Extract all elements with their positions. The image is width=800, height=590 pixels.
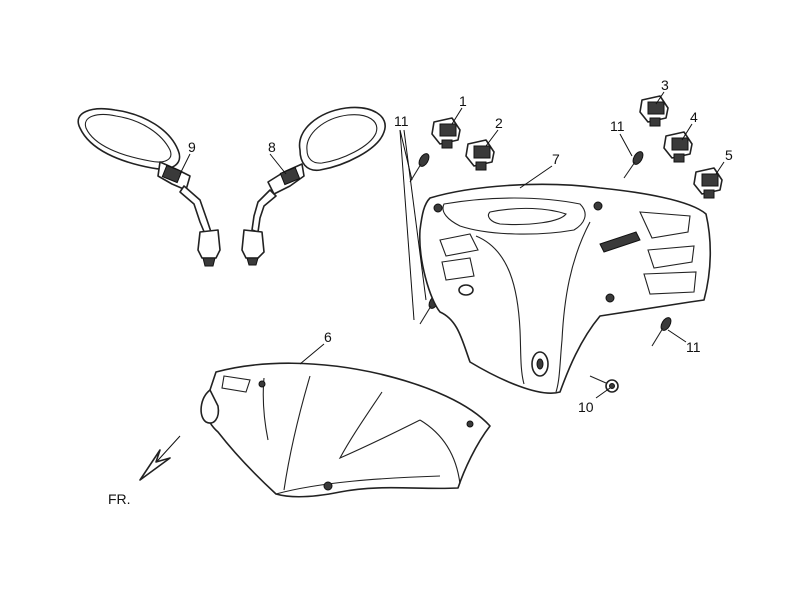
handlebar-front-cover [200,362,491,498]
callout-8: 8 [268,139,276,155]
callout-5: 5 [725,147,733,163]
callout-6: 6 [324,329,332,345]
callout-11-top-right: 11 [610,118,625,134]
handlebar-rear-cover [419,183,712,394]
screw-11-top-right [623,151,644,179]
callout-1: 1 [459,93,467,109]
front-label: FR. [108,491,131,507]
screw-11-top-left [409,153,430,183]
callout-3: 3 [661,77,669,93]
clip-part-3 [639,95,669,127]
callout-11-right: 11 [686,339,701,355]
callout-4: 4 [690,109,698,125]
screw-10 [589,375,619,393]
left-mirror [77,108,221,267]
right-mirror [241,106,386,266]
callout-9: 9 [188,139,196,155]
leader-lines [179,91,725,399]
clip-part-4 [663,131,693,163]
clip-part-1 [431,117,461,149]
callout-11-left: 11 [394,113,409,129]
screw-11-right [651,317,672,347]
callout-10: 10 [578,399,594,415]
clip-part-2 [465,139,495,171]
callout-2: 2 [495,115,503,131]
front-direction-arrow [139,435,181,481]
callout-7: 7 [552,151,560,167]
clip-part-5 [693,167,723,199]
